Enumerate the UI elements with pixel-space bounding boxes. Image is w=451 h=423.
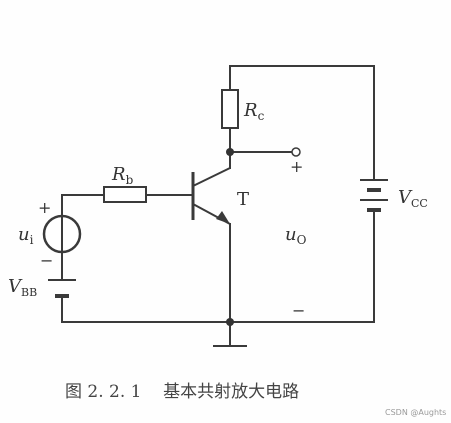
output-terminal — [291, 147, 301, 157]
label-vbb-main: V — [8, 276, 23, 297]
label-ui-main: u — [18, 224, 30, 245]
label-ui: ui — [18, 224, 34, 247]
label-vcc-main: V — [398, 187, 413, 208]
label-ui-sub: i — [30, 233, 34, 247]
transistor-collector-line — [192, 167, 231, 187]
label-vcc-sub: CC — [411, 197, 428, 210]
label-rc: Rc — [243, 100, 265, 123]
label-vbb-sub: BB — [21, 286, 37, 299]
figure-caption: 图 2. 2. 1 基本共射放大电路 — [65, 382, 299, 402]
minus-out-sign: − — [292, 301, 305, 320]
resistor-rc — [221, 89, 239, 129]
emitter-arrow-icon — [216, 211, 230, 224]
label-rc-main: R — [243, 100, 258, 121]
label-transistor: T — [237, 189, 249, 210]
watermark: CSDN @Aughts — [385, 408, 446, 417]
label-uo-sub: O — [297, 233, 307, 247]
plus-out-sign: + — [290, 157, 303, 176]
label-uo-main: u — [285, 224, 297, 245]
transistor-symbol — [191, 167, 231, 225]
resistor-rb — [103, 186, 147, 203]
label-vbb: VBB — [8, 276, 37, 299]
collector-node-dot — [226, 148, 234, 156]
plus-in-sign: + — [38, 198, 51, 217]
label-uo: uO — [285, 224, 307, 247]
label-rb-main: R — [111, 164, 126, 185]
ground-node-dot — [226, 318, 234, 326]
label-rb-sub: b — [126, 173, 134, 187]
minus-in-sign: − — [40, 251, 53, 270]
label-rb: Rb — [111, 164, 134, 187]
label-rc-sub: c — [258, 109, 265, 123]
wires — [61, 65, 375, 347]
label-vcc: VCC — [398, 187, 428, 210]
